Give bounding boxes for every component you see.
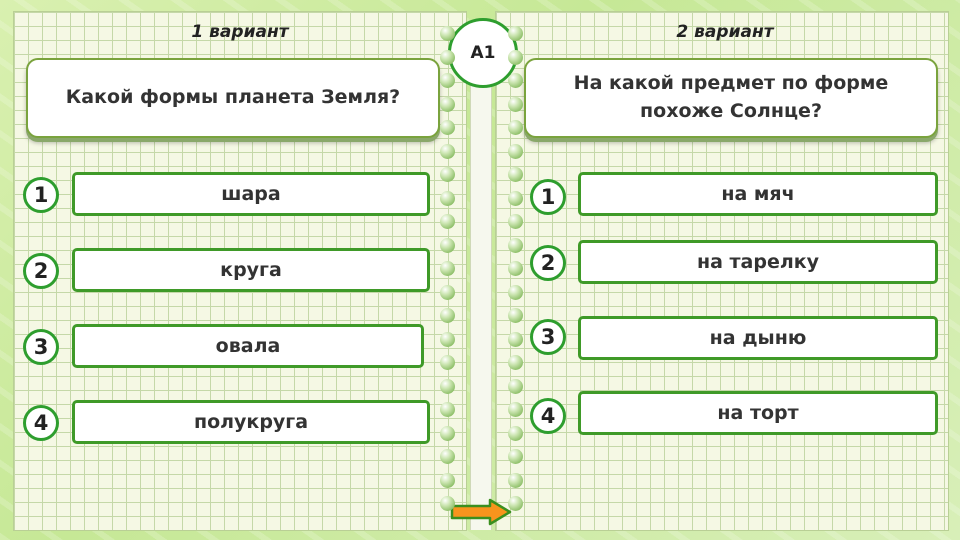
answer-label: полукруга <box>193 411 309 433</box>
spine-bead <box>440 73 455 88</box>
spine-bead <box>440 472 455 488</box>
spine-bead <box>508 190 523 206</box>
answer-label: овала <box>215 335 281 357</box>
variant-1-answer-1[interactable]: шара <box>72 172 430 216</box>
variant-2-answer-1[interactable]: на мяч <box>578 172 938 216</box>
variant-2-answer-2-number: 2 <box>530 245 566 281</box>
variant-2-answer-3-number: 3 <box>530 319 566 355</box>
variant-1-answer-3[interactable]: овала <box>72 324 424 368</box>
question-code-badge: А1 <box>448 18 518 88</box>
variant-2-question-line-1: На какой предмет по форме <box>573 72 889 95</box>
spine-bead <box>440 96 455 112</box>
spine-bead <box>508 331 523 347</box>
spine-bead <box>440 237 455 253</box>
spine-bead <box>508 284 523 300</box>
spine-bead <box>440 143 455 159</box>
spine-bead <box>508 402 523 417</box>
answer-label: на мяч <box>721 183 795 205</box>
spine-bead <box>440 496 455 511</box>
variant-1-answer-2[interactable]: круга <box>72 248 430 292</box>
spine-bead <box>440 49 455 65</box>
answer-label: на тарелку <box>696 251 820 273</box>
variant-2-title: 2 вариант <box>676 22 774 42</box>
spine-bead <box>508 214 523 229</box>
variant-2-answer-4[interactable]: на торт <box>578 391 938 435</box>
spine-bead <box>440 120 455 135</box>
spine-bead <box>508 120 523 135</box>
spine-bead <box>440 284 455 300</box>
spine-bead <box>508 355 523 370</box>
variant-1-answer-4[interactable]: полукруга <box>72 400 430 444</box>
notebook-spine <box>470 60 492 530</box>
answer-label: на дыню <box>709 327 807 349</box>
variant-2-question: На какой предмет по форме похоже Солнце? <box>524 58 938 138</box>
variant-1-answer-3-number: 3 <box>23 329 59 365</box>
spine-bead <box>440 331 455 347</box>
variant-1-answer-4-number: 4 <box>23 405 59 441</box>
variant-2-answer-3[interactable]: на дыню <box>578 316 938 360</box>
spine-bead <box>508 167 523 182</box>
variant-2-answer-1-number: 1 <box>530 179 566 215</box>
spine-bead <box>440 402 455 417</box>
right-arrow-icon[interactable] <box>450 498 512 526</box>
spine-bead <box>440 378 455 394</box>
spine-bead <box>440 261 455 276</box>
spine-bead <box>508 143 523 159</box>
spine-bead <box>508 472 523 488</box>
spine-bead <box>508 96 523 112</box>
spine-bead <box>440 425 455 441</box>
spine-bead <box>508 449 523 464</box>
spine-bead <box>508 73 523 88</box>
spine-bead <box>440 167 455 182</box>
variant-2-answer-2[interactable]: на тарелку <box>578 240 938 284</box>
spine-bead <box>440 308 455 323</box>
answer-label: шара <box>221 183 281 205</box>
variant-2-question-line-2: похоже Солнце? <box>640 100 822 122</box>
spine-bead <box>508 425 523 441</box>
spine-bead <box>508 378 523 394</box>
variant-1-question-text: Какой формы планета Земля? <box>65 86 401 109</box>
spine-bead <box>440 449 455 464</box>
spine-bead <box>508 49 523 65</box>
variant-1-answer-1-number: 1 <box>23 177 59 213</box>
spine-bead <box>508 261 523 276</box>
spine-bead <box>508 237 523 253</box>
variant-1-answer-2-number: 2 <box>23 253 59 289</box>
spine-bead <box>508 496 523 511</box>
spine-bead <box>440 214 455 229</box>
variant-1-title: 1 вариант <box>191 22 289 42</box>
spine-bead <box>440 355 455 370</box>
spine-bead <box>440 190 455 206</box>
answer-label: на торт <box>717 402 799 424</box>
spine-bead <box>508 308 523 323</box>
answer-label: круга <box>220 259 282 281</box>
spine-bead <box>508 26 523 41</box>
variant-2-answer-4-number: 4 <box>530 398 566 434</box>
variant-1-question: Какой формы планета Земля? <box>26 58 440 138</box>
spine-bead <box>440 26 455 41</box>
